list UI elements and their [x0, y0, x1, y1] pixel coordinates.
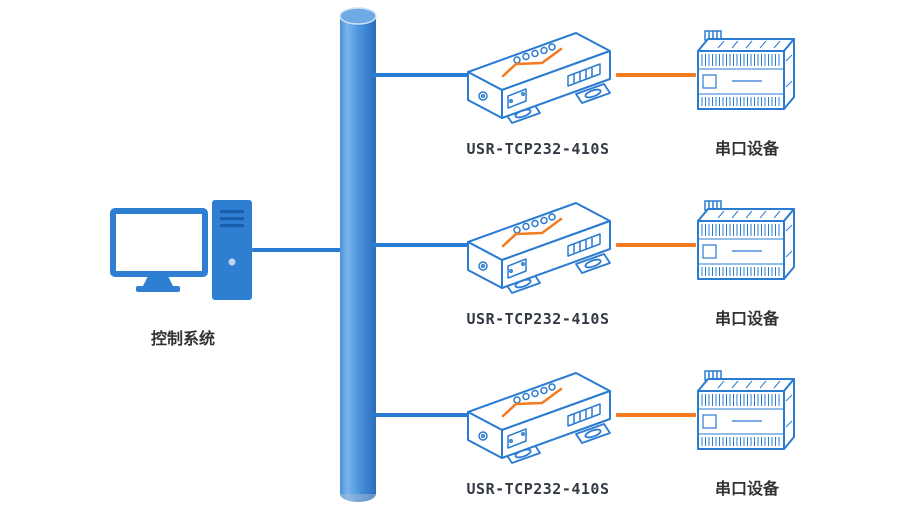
- converter-label: USR-TCP232-410S: [466, 310, 610, 328]
- serial-device-label: 串口设备: [714, 309, 779, 328]
- power-button-icon: [228, 258, 236, 266]
- vertical-pipe-bus-icon: [339, 7, 377, 502]
- plc-device-icon: [692, 199, 802, 291]
- computer-monitor: [110, 208, 208, 277]
- connection-line-bus-converter: [372, 413, 468, 417]
- control-system-label: 控制系统: [150, 329, 215, 348]
- converter-label: USR-TCP232-410S: [466, 140, 610, 158]
- connection-line-computer-bus: [252, 248, 342, 252]
- connection-line-converter-device: [616, 73, 696, 77]
- connection-line-converter-device: [616, 243, 696, 247]
- desktop-computer-icon: [110, 200, 252, 300]
- connection-line-converter-device: [616, 413, 696, 417]
- serial-device-label: 串口设备: [714, 479, 779, 498]
- serial-server-device-icon: [456, 180, 621, 298]
- plc-device-icon: [692, 29, 802, 121]
- serial-server-device-icon: [456, 350, 621, 468]
- connection-line-bus-converter: [372, 243, 468, 247]
- serial-server-device-icon: [456, 10, 621, 128]
- computer-tower: [212, 200, 252, 300]
- serial-device-label: 串口设备: [714, 139, 779, 158]
- connection-line-bus-converter: [372, 73, 468, 77]
- converter-label: USR-TCP232-410S: [466, 480, 610, 498]
- plc-device-icon: [692, 369, 802, 461]
